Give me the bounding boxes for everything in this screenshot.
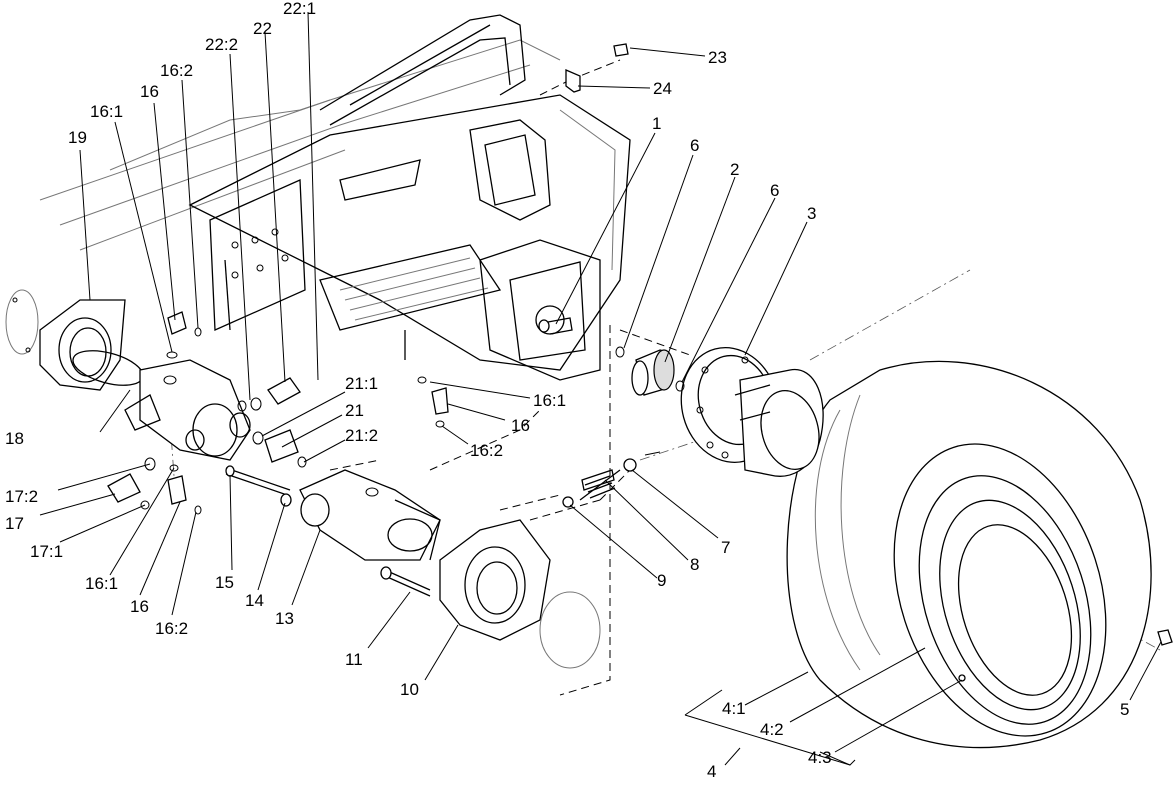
callout-9: 9	[657, 571, 666, 590]
callout-4: 4	[707, 762, 716, 781]
callout-15: 15	[215, 573, 234, 592]
callout-16-1: 16:1	[90, 102, 123, 121]
callout-22: 22	[253, 19, 272, 38]
long-bolt	[225, 465, 292, 507]
callout-18: 18	[5, 429, 24, 448]
callout-17-1: 17:1	[30, 542, 63, 561]
hydraulic-motor-lower	[299, 469, 441, 561]
callout-16-2: 16:2	[160, 61, 193, 80]
callout-16-1b: 16:1	[533, 391, 566, 410]
callout-16-2b: 16:2	[470, 441, 503, 460]
callout-3: 3	[807, 204, 816, 223]
callout-5: 5	[1120, 700, 1129, 719]
spline-coupler	[615, 346, 685, 396]
callout-19: 19	[68, 128, 87, 147]
callout-4-3: 4:3	[808, 748, 832, 767]
callout-6b: 6	[770, 181, 779, 200]
callout-21-2: 21:2	[345, 426, 378, 445]
callout-labels: 22:1 22 22:2 23 16:2 16 16:1 19 24 1 6 2…	[5, 0, 1129, 781]
callout-16b: 16	[511, 416, 530, 435]
callout-16c: 16	[130, 597, 149, 616]
callout-14: 14	[245, 591, 264, 610]
callout-22-2: 22:2	[205, 35, 238, 54]
pin	[538, 317, 573, 335]
callout-24: 24	[653, 79, 672, 98]
callout-10: 10	[400, 680, 419, 699]
callout-16: 16	[140, 82, 159, 101]
callout-4-1: 4:1	[722, 699, 746, 718]
spring-set	[562, 451, 661, 508]
callout-22-1: 22:1	[283, 0, 316, 18]
callout-11: 11	[345, 650, 363, 669]
callout-23: 23	[708, 48, 727, 67]
wheel-hub	[680, 346, 824, 477]
callout-21-1: 21:1	[345, 374, 378, 393]
callout-2: 2	[730, 160, 739, 179]
bracket-bolt	[565, 43, 629, 93]
callout-1: 1	[652, 114, 661, 133]
callout-17: 17	[5, 514, 24, 533]
callout-21: 21	[345, 401, 364, 420]
chassis-frame	[39, 14, 631, 381]
callout-7: 7	[721, 538, 730, 557]
gear-housing-left	[5, 289, 144, 391]
callout-16-1c: 16:1	[85, 574, 118, 593]
tire-assembly	[786, 360, 1152, 749]
bolt-11	[380, 566, 431, 597]
gear-housing-right	[439, 519, 601, 669]
callout-4-2: 4:2	[760, 720, 784, 739]
callout-13: 13	[275, 609, 294, 628]
callout-17-2: 17:2	[5, 487, 38, 506]
leader-lines	[39, 11, 1163, 766]
lug-nut	[1157, 629, 1173, 646]
hydraulic-motor-upper	[124, 359, 251, 461]
callout-16-2c: 16:2	[155, 619, 188, 638]
hydraulic-fittings	[107, 311, 449, 515]
callout-8: 8	[690, 555, 699, 574]
callout-6: 6	[690, 136, 699, 155]
